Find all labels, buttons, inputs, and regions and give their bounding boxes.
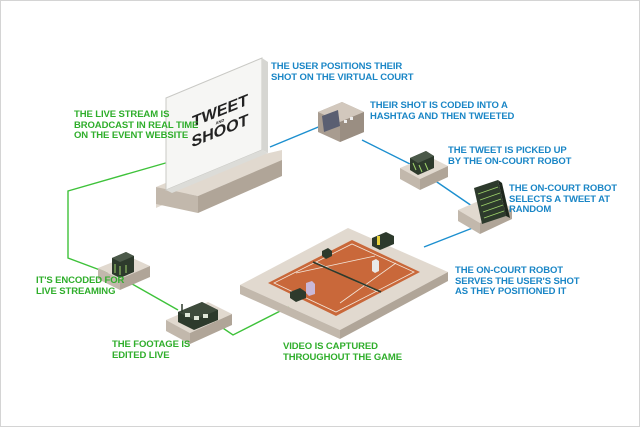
label-live-stream: THE LIVE STREAM IS BROADCAST IN REAL TIM… bbox=[74, 109, 199, 141]
encoder-platform bbox=[98, 252, 150, 290]
projection-screen bbox=[156, 57, 282, 213]
server-platform bbox=[400, 151, 448, 190]
label-tweet-picked: THE TWEET IS PICKED UP BY THE ON-COURT R… bbox=[448, 145, 572, 167]
label-encoded: IT'S ENCODED FOR LIVE STREAMING bbox=[36, 275, 125, 297]
label-footage-edited: THE FOOTAGE IS EDITED LIVE bbox=[112, 339, 191, 361]
label-shot-coded: THEIR SHOT IS CODED INTO A HASHTAG AND T… bbox=[370, 100, 515, 122]
blue-line-server-to-display bbox=[433, 179, 473, 207]
tennis-court-platform bbox=[240, 228, 448, 339]
green-line-screen-to-encoder bbox=[67, 159, 177, 274]
display-platform bbox=[458, 180, 512, 234]
tennis-net bbox=[312, 261, 382, 293]
label-user-positions: THE USER POSITIONS THEIR SHOT ON THE VIR… bbox=[271, 61, 414, 83]
editing-platform bbox=[166, 302, 232, 344]
label-robot-selects: THE ON-COURT ROBOT SELECTS A TWEET AT RA… bbox=[509, 183, 617, 215]
blue-connector-lines bbox=[269, 122, 489, 248]
label-robot-serves: THE ON-COURT ROBOT SERVES THE USER'S SHO… bbox=[455, 265, 580, 297]
phone-device bbox=[318, 102, 364, 142]
label-video-captured: VIDEO IS CAPTURED THROUGHOUT THE GAME bbox=[283, 341, 402, 363]
blue-line-phone-to-server bbox=[361, 139, 419, 169]
